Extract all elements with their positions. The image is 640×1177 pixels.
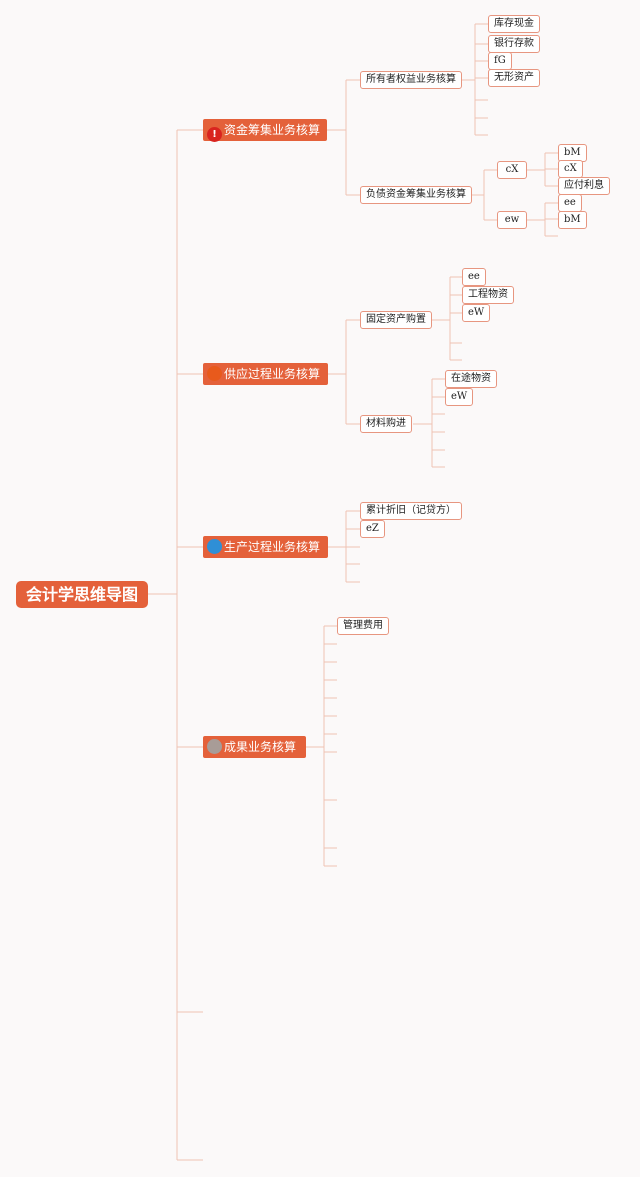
- blue-dot-icon: [207, 539, 222, 554]
- leaf-ee-supply[interactable]: ee: [462, 268, 486, 286]
- leaf-ew-fixed[interactable]: eW: [462, 304, 491, 322]
- topic-results[interactable]: 成果业务核算: [203, 736, 306, 758]
- subtopic-ew[interactable]: ew: [497, 211, 527, 229]
- topic-supply[interactable]: 供应过程业务核算: [203, 363, 328, 385]
- topic-supply-label: 供应过程业务核算: [224, 367, 321, 381]
- leaf-ee[interactable]: ee: [558, 194, 582, 212]
- leaf-goods-in-transit[interactable]: 在途物资: [445, 370, 497, 388]
- gray-dot-icon: [207, 739, 222, 754]
- leaf-accumulated-depreciation[interactable]: 累计折旧（记贷方）: [360, 502, 462, 520]
- leaf-bm-2[interactable]: bM: [558, 211, 587, 229]
- topic-fixed-assets[interactable]: 固定资产购置: [360, 311, 432, 329]
- orange-dot-icon: [207, 366, 222, 381]
- topic-material-purchase[interactable]: 材料购进: [360, 415, 412, 433]
- topic-production-label: 生产过程业务核算: [224, 540, 321, 554]
- red-exclamation-icon: !: [207, 127, 222, 142]
- topic-owners-equity[interactable]: 所有者权益业务核算: [360, 71, 462, 89]
- leaf-management-expenses[interactable]: 管理费用: [337, 617, 389, 635]
- topic-production[interactable]: 生产过程业务核算: [203, 536, 328, 558]
- leaf-cx[interactable]: cX: [558, 160, 583, 178]
- leaf-ew-material[interactable]: eW: [445, 388, 474, 406]
- topic-funding-label: 资金筹集业务核算: [224, 123, 321, 137]
- leaf-engineering-materials[interactable]: 工程物资: [462, 286, 514, 304]
- leaf-bank-deposit[interactable]: 银行存款: [488, 35, 540, 53]
- topic-debt-funding[interactable]: 负债资金筹集业务核算: [360, 186, 472, 204]
- leaf-fg[interactable]: fG: [488, 52, 512, 70]
- topic-funding[interactable]: !资金筹集业务核算: [203, 119, 327, 142]
- leaf-intangible-assets[interactable]: 无形资产: [488, 69, 540, 87]
- leaf-ez[interactable]: eZ: [360, 520, 385, 538]
- root-topic[interactable]: 会计学思维导图: [16, 581, 149, 608]
- leaf-cash[interactable]: 库存现金: [488, 15, 540, 33]
- topic-results-label: 成果业务核算: [224, 740, 297, 754]
- subtopic-cx[interactable]: cX: [497, 161, 527, 179]
- leaf-interest-payable[interactable]: 应付利息: [558, 177, 610, 195]
